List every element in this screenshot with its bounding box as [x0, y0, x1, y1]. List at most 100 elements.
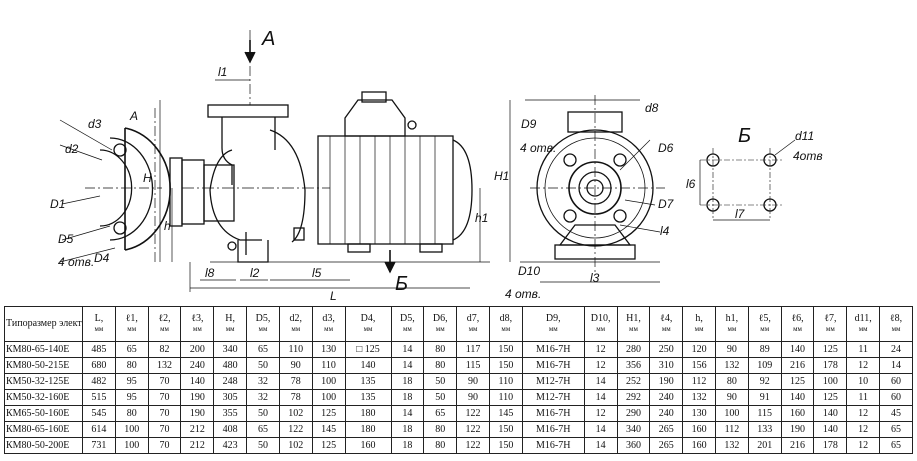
header-unit: мм: [258, 325, 268, 333]
cell-value: 24: [879, 341, 913, 358]
dim-d8: d8: [645, 101, 659, 115]
cell-value: 100: [311, 389, 346, 406]
cell-value: 145: [488, 405, 523, 422]
flange-view-a-label: A: [129, 109, 138, 123]
cell-value: 240: [180, 357, 215, 374]
cell-model: КМ65-50-160Е: [4, 405, 83, 422]
cell-value: 50: [423, 389, 458, 406]
cell-value: 485: [82, 341, 116, 358]
cell-value: 100: [114, 437, 149, 454]
header-col: D5,мм: [390, 306, 425, 342]
cell-value: 80: [715, 373, 749, 390]
cell-value: M16-7H: [521, 421, 585, 438]
cell-value: 90: [456, 389, 490, 406]
header-unit: мм: [858, 325, 868, 333]
header-col: h,мм: [682, 306, 716, 342]
header-col: ℓ3,мм: [180, 306, 215, 342]
cell-value: M16-7H: [521, 357, 585, 374]
header-symbol: ℓ1,: [125, 313, 138, 324]
cell-value: 117: [456, 341, 490, 358]
cell-value: 65: [423, 405, 458, 422]
cell-value: 102: [278, 405, 313, 422]
cell-value: 180: [344, 405, 392, 422]
cell-value: 11: [846, 341, 881, 358]
header-col: D9,мм: [521, 306, 585, 342]
cell-value: 130: [311, 341, 346, 358]
cell-value: 50: [246, 437, 280, 454]
cell-value: 100: [311, 373, 346, 390]
pump-side-view: [159, 30, 490, 292]
note-4otv-left: 4 отв.: [58, 255, 94, 269]
cell-value: 112: [682, 373, 716, 390]
dim-l3: l3: [590, 271, 600, 285]
header-col: ℓ1,мм: [114, 306, 149, 342]
dim-H: H: [143, 171, 152, 185]
cell-value: 50: [423, 373, 458, 390]
header-symbol: ℓ8,: [889, 313, 903, 324]
cell-value: 140: [813, 421, 848, 438]
cell-value: 156: [682, 357, 716, 374]
cell-value: 423: [213, 437, 248, 454]
cell-value: 150: [488, 357, 523, 374]
cell-value: M16-7H: [521, 405, 585, 422]
cell-value: 12: [583, 357, 618, 374]
header-symbol: H,: [225, 313, 236, 324]
header-col: ℓ4,мм: [649, 306, 684, 342]
cell-value: 310: [649, 357, 684, 374]
cell-value: 408: [213, 421, 248, 438]
header-unit: мм: [225, 325, 235, 333]
cell-value: 160: [344, 437, 392, 454]
dim-L: L: [330, 289, 337, 300]
dim-D6: D6: [658, 141, 674, 155]
cell-value: 252: [616, 373, 651, 390]
cell-value: 240: [649, 389, 684, 406]
cell-value: 100: [813, 373, 848, 390]
cell-value: 60: [879, 389, 913, 406]
cell-value: 10: [846, 373, 881, 390]
header-unit: мм: [435, 325, 445, 333]
cell-value: 95: [114, 373, 149, 390]
cell-value: 45: [879, 405, 913, 422]
dim-l8: l8: [205, 266, 215, 280]
header-col: D6,мм: [423, 306, 458, 342]
cell-value: 480: [213, 357, 248, 374]
cell-value: 680: [82, 357, 116, 374]
cell-model: КМ50-32-125Е: [4, 373, 83, 390]
cell-model: КМ80-65-140Е: [4, 341, 83, 358]
cell-value: 112: [715, 421, 749, 438]
cell-value: 125: [311, 405, 346, 422]
cell-value: 18: [390, 437, 425, 454]
hole-pattern-view-b: [699, 139, 796, 221]
cell-value: 12: [846, 437, 881, 454]
cell-value: 70: [147, 421, 182, 438]
cell-value: 248: [213, 373, 248, 390]
cell-value: 145: [311, 421, 346, 438]
header-unit: мм: [291, 325, 301, 333]
cell-value: 150: [488, 437, 523, 454]
cell-value: 80: [423, 341, 458, 358]
cell-value: 190: [780, 421, 815, 438]
dim-d2: d2: [65, 142, 79, 156]
cell-value: 18: [390, 421, 425, 438]
header-col: d3,мм: [311, 306, 346, 342]
cell-value: 14: [879, 357, 913, 374]
cell-value: 212: [180, 437, 215, 454]
cell-value: 200: [180, 341, 215, 358]
header-col: ℓ8,мм: [879, 306, 913, 342]
dim-l5: l5: [312, 266, 322, 280]
cell-value: 305: [213, 389, 248, 406]
cell-value: 14: [390, 341, 425, 358]
header-symbol: d11,: [854, 313, 872, 324]
cell-value: 132: [147, 357, 182, 374]
cell-value: 60: [879, 373, 913, 390]
cell-value: 265: [649, 437, 684, 454]
cell-value: 340: [213, 341, 248, 358]
header-col: D5,мм: [246, 306, 280, 342]
cell-value: 250: [649, 341, 684, 358]
flange-view-a: [59, 108, 171, 263]
cell-value: 80: [114, 357, 149, 374]
